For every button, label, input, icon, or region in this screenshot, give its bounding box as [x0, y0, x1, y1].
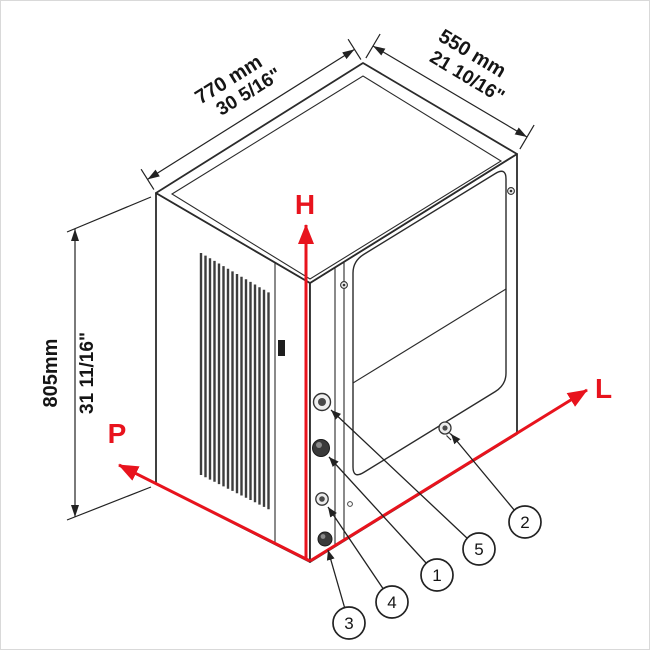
callout-1: 1	[328, 456, 454, 592]
reference-axes: H L P	[108, 189, 612, 563]
front-connection-column	[334, 262, 345, 547]
callout-2-label: 2	[520, 513, 529, 532]
ventilation-grille-icon	[199, 253, 270, 510]
callout-4: 4	[327, 506, 409, 619]
panel-screw-icon	[340, 281, 348, 289]
fitting-1-icon	[312, 439, 330, 457]
dimension-height: 805mm 31 11/16"	[40, 196, 152, 521]
callout-1-label: 1	[432, 566, 441, 585]
extension-tick	[365, 33, 381, 59]
callout-5: 5	[330, 409, 496, 566]
axis-p-label: P	[108, 418, 127, 449]
callout-2: 2	[450, 433, 542, 539]
panel-screw-icon	[507, 187, 515, 195]
callout-5-label: 5	[474, 540, 483, 559]
callout-3-label: 3	[344, 614, 353, 633]
axis-p-arrow	[118, 463, 311, 563]
dimension-height-imperial: 31 11/16"	[77, 332, 98, 414]
extension-tick	[347, 38, 362, 60]
extension-line	[66, 196, 152, 233]
axis-h-label: H	[295, 189, 315, 220]
extension-tick	[519, 124, 535, 150]
axis-l-arrow	[309, 388, 588, 563]
callout-4-label: 4	[387, 593, 396, 612]
fitting-2-icon	[438, 421, 455, 441]
axis-l-label: L	[595, 373, 612, 404]
side-access-panel	[352, 170, 507, 476]
fitting-3-icon	[317, 531, 333, 547]
extension-line	[66, 486, 152, 521]
extension-tick	[140, 168, 155, 190]
fitting-5-icon	[312, 392, 332, 412]
callouts: 5 1 4 3 2	[326, 409, 542, 640]
door-handle	[278, 340, 285, 356]
machine-body	[155, 62, 518, 563]
small-hole	[347, 501, 353, 507]
callout-3: 3	[326, 549, 366, 640]
panel-divider	[352, 288, 507, 384]
fitting-4-icon	[315, 492, 329, 506]
dimension-height-metric: 805mm	[40, 339, 62, 408]
